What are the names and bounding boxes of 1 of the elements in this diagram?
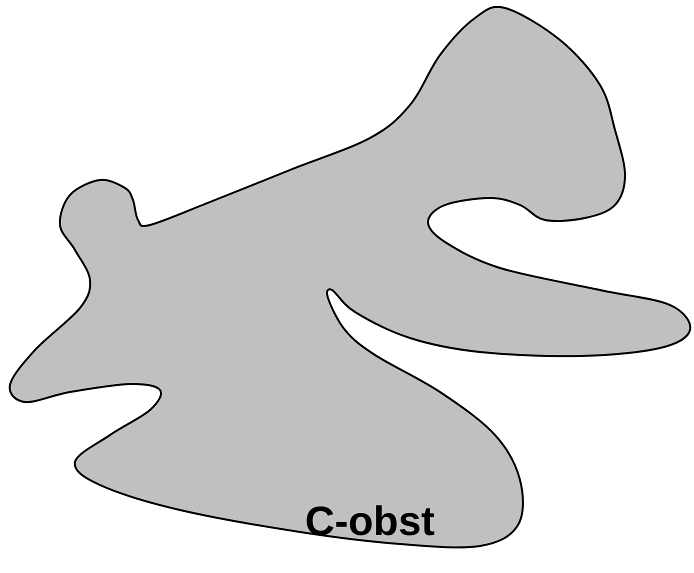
obstacle-label: C-obst [305,498,435,545]
